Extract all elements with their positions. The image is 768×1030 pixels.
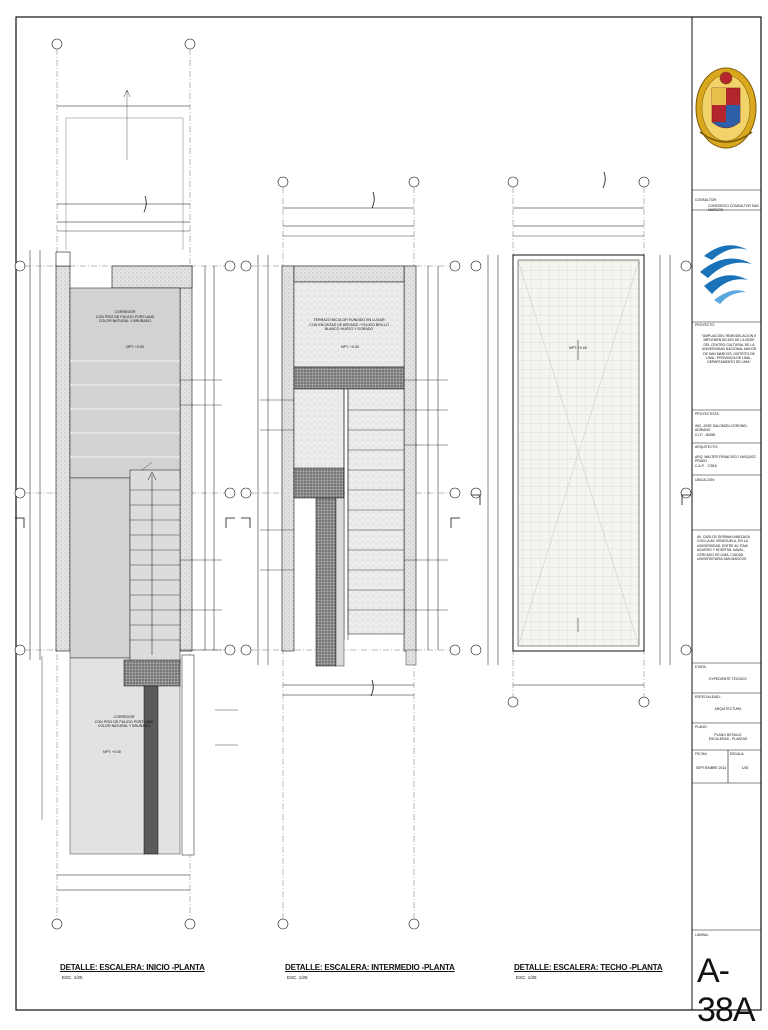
scale-label: ESCALA: bbox=[730, 752, 745, 756]
project-label: PROYECTO: bbox=[695, 323, 715, 327]
university-seal-logo bbox=[695, 67, 757, 149]
corridor-label-upper: CORREDOR CON PISO DE PULIDO PORTLAND COL… bbox=[95, 310, 155, 324]
sheet-border bbox=[15, 16, 762, 1011]
architect-label: ARQUITECTO: bbox=[695, 445, 719, 449]
specialty-value: ARQUITECTURA bbox=[714, 707, 742, 711]
date-label: FECHA: bbox=[695, 752, 708, 756]
scale-value: 1/25 bbox=[741, 766, 749, 770]
title-block bbox=[692, 189, 761, 931]
plan-value: PLANO DETALLE ESCALERAS - PLANTAS bbox=[708, 733, 748, 742]
corridor-label-lower: CORREDOR CON PISO DE PULIDO PORTLAND COL… bbox=[94, 715, 154, 729]
firm-name: CONSORCIO CONSULTOR SAN MARCOS bbox=[708, 204, 759, 213]
drawing-title-inicio: DETALLE: ESCALERA: INICIO -PLANTA bbox=[60, 963, 205, 972]
location-text: AV. CARLOS GERMAN AMEZAGA CON LA AV. VEN… bbox=[697, 535, 750, 562]
designer-name: ING. JOSE SALOMON CORONEL ADRIANO C.I.P.… bbox=[695, 424, 748, 437]
project-description: "AMPLIACION, REMODELACION E IMPLEMENTACI… bbox=[701, 334, 757, 365]
npt-label-lower: NPT: +0.00 bbox=[103, 750, 121, 754]
sheet-label: LAMINA: bbox=[695, 933, 709, 937]
drawing-scale-inicio: ESC. 1/25 bbox=[62, 975, 83, 980]
consultant-logo bbox=[700, 245, 752, 304]
drawing-scale-intermedio: ESC. 1/25 bbox=[287, 975, 308, 980]
npt-label-upper: NPT: +0.00 bbox=[126, 345, 144, 349]
drawing-scale-techo: ESC. 1/25 bbox=[516, 975, 537, 980]
drawing-title-techo: DETALLE: ESCALERA: TECHO -PLANTA bbox=[514, 963, 663, 972]
firm-label: CONSULTOR: bbox=[695, 198, 717, 202]
drawing-intermedio-plan bbox=[240, 176, 461, 930]
sheet-number: A-38A bbox=[697, 952, 756, 1029]
date-value: SEPTIEMBRE 2014 bbox=[695, 766, 727, 770]
plan-label: PLANO: bbox=[695, 725, 708, 729]
drawing-inicio-plan bbox=[14, 38, 238, 930]
intermediate-finish-note: TERRAZO BICOLOR FUNDIDO EN LUGAR CON ENC… bbox=[309, 318, 389, 332]
stage-value: EXPEDIENTE TECNICO bbox=[709, 677, 747, 681]
stage-label: ETAPA: bbox=[695, 665, 707, 669]
location-label: UBICACION: bbox=[695, 478, 715, 482]
architect-name: ARQ. WALTER FRANCISCO VASQUEZ PRADO C.A.… bbox=[695, 455, 756, 468]
specialty-label: ESPECIALIDAD: bbox=[695, 695, 721, 699]
npt-label-intermediate: NPT: +0.00 bbox=[341, 345, 359, 349]
drawing-title-intermedio: DETALLE: ESCALERA: INTERMEDIO -PLANTA bbox=[285, 963, 455, 972]
designer-label: PROYECTISTA: bbox=[695, 412, 720, 416]
roof-npt-label: NPT: +0.00 bbox=[569, 346, 587, 350]
drawing-techo-plan bbox=[470, 171, 692, 708]
